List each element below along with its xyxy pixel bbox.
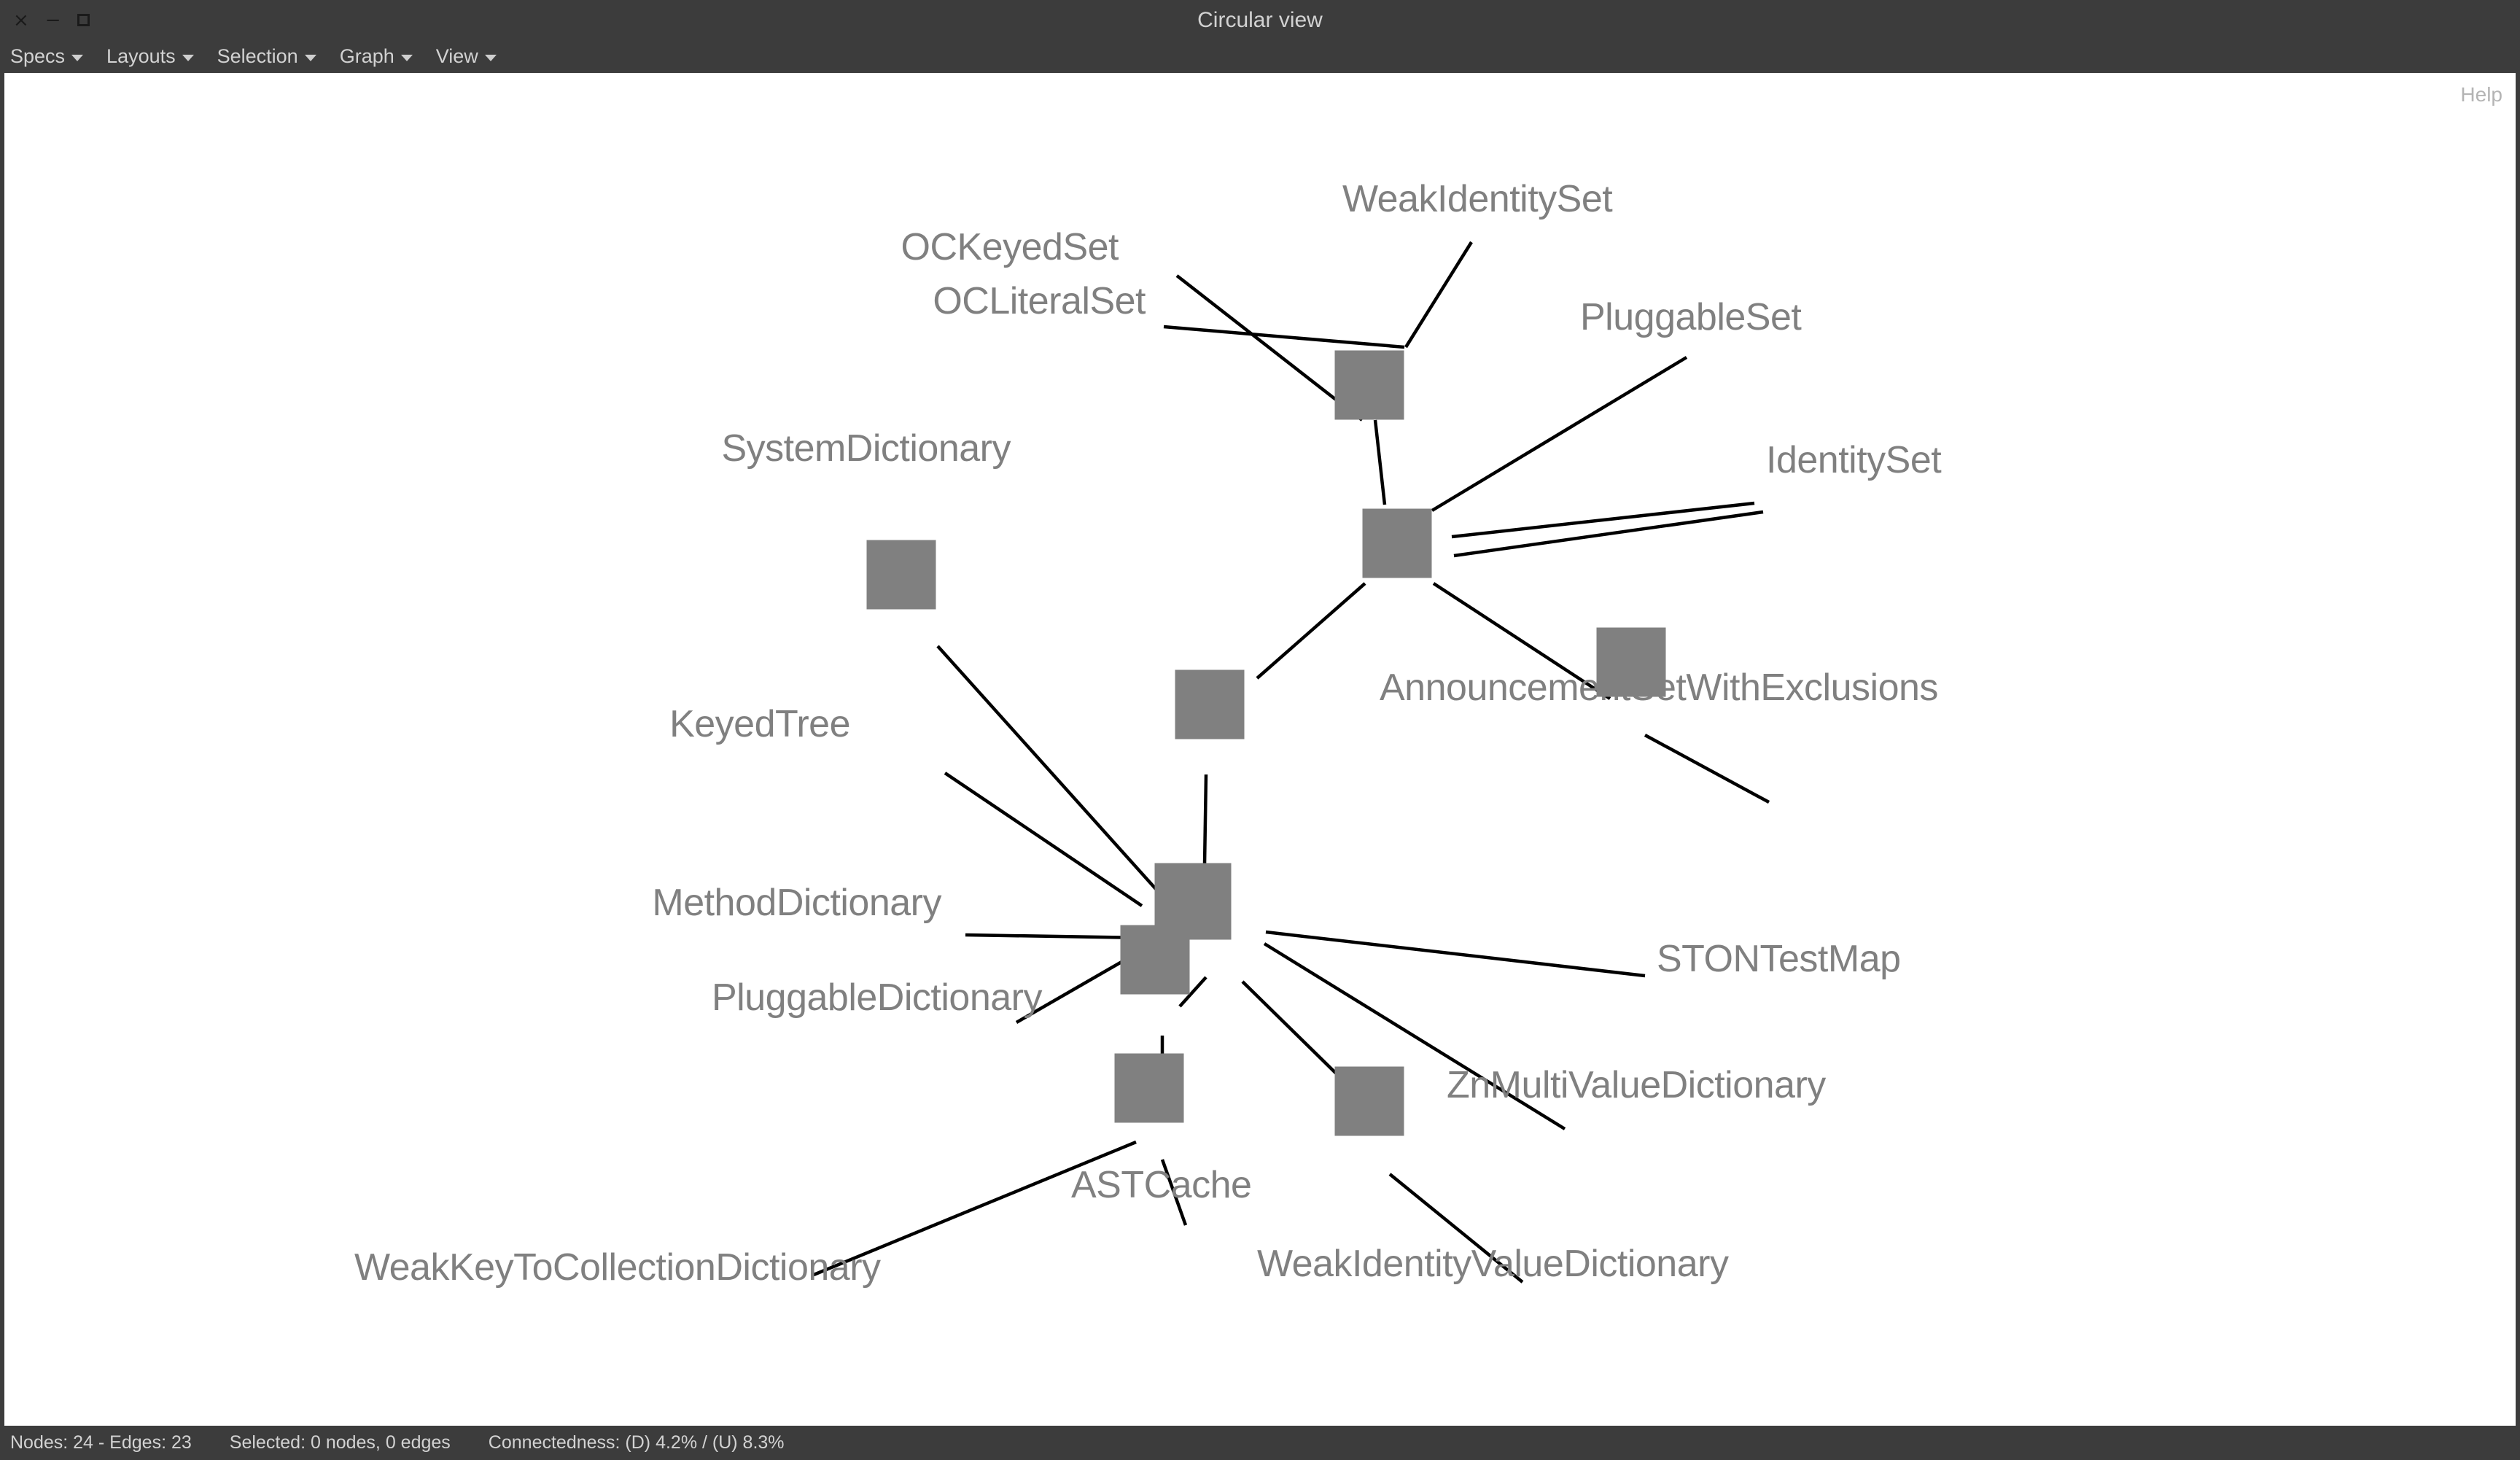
edges-group [813, 241, 1770, 1284]
graph-edge[interactable] [1256, 582, 1366, 680]
graph-edge[interactable] [1373, 419, 1387, 505]
graph-edge[interactable] [1263, 942, 1566, 1130]
graph-node[interactable] [1362, 508, 1432, 578]
graph-node-label: WeakKeyToCollectionDictionary [354, 1246, 881, 1289]
menu-view[interactable]: View [424, 40, 508, 73]
title-bar: × − Circular view [0, 0, 2520, 40]
menu-graph-label: Graph [339, 45, 394, 67]
menu-bar: Specs Layouts Selection Graph View [0, 40, 2520, 73]
graph-node[interactable] [1334, 350, 1404, 420]
graph-node[interactable] [1334, 1066, 1404, 1136]
graph-edge[interactable] [936, 645, 1158, 891]
graph-node-label: ZnMultiValueDictionary [1447, 1064, 1826, 1106]
graph-edge[interactable] [1178, 976, 1208, 1008]
graph-node-label: OCKeyedSet [901, 226, 1120, 268]
graph-node-label: MethodDictionary [652, 882, 941, 924]
graph-edge[interactable] [1404, 241, 1473, 349]
menu-selection-label: Selection [217, 45, 298, 67]
graph-edge[interactable] [944, 772, 1143, 907]
graph-node[interactable] [1175, 669, 1245, 739]
menu-selection[interactable]: Selection [206, 40, 328, 73]
close-icon[interactable]: × [13, 9, 29, 31]
graph-node[interactable] [1114, 1053, 1184, 1123]
minimize-icon[interactable]: − [44, 9, 61, 31]
graph-edge[interactable] [1265, 930, 1646, 978]
graph-node[interactable] [1120, 925, 1190, 995]
maximize-icon[interactable] [77, 14, 90, 26]
menu-specs[interactable]: Specs [0, 40, 95, 73]
status-selection: Selected: 0 nodes, 0 edges [229, 1432, 451, 1453]
window-controls: × − [13, 0, 90, 40]
graph-node-label: PluggableSet [1580, 296, 1802, 338]
graph-node-label: KeyedTree [669, 703, 850, 745]
chevron-down-icon [71, 55, 84, 61]
graph-edge[interactable] [1451, 501, 1755, 539]
status-bar: Nodes: 24 - Edges: 23 Selected: 0 nodes,… [0, 1426, 2520, 1460]
graph-node-label: SystemDictionary [721, 427, 1011, 470]
graph-edge[interactable] [1432, 582, 1611, 700]
menu-graph[interactable]: Graph [328, 40, 424, 73]
chevron-down-icon [400, 55, 413, 61]
graph-node-label: OCLiteralSet [933, 280, 1146, 322]
graph-edge[interactable] [813, 1140, 1137, 1277]
graph-node[interactable] [1596, 627, 1666, 697]
graph-edge[interactable] [1160, 1159, 1188, 1226]
graph-edge[interactable] [1388, 1173, 1524, 1284]
status-nodes-edges: Nodes: 24 - Edges: 23 [10, 1432, 192, 1453]
graph-edge[interactable] [965, 933, 1147, 940]
graph-edge[interactable] [1453, 510, 1764, 558]
chevron-down-icon [484, 55, 497, 61]
graph-edge[interactable] [1431, 356, 1688, 512]
graph-node-label: STONTestMap [1657, 938, 1901, 980]
graph-edge[interactable] [1175, 274, 1364, 422]
help-link[interactable]: Help [2460, 83, 2502, 106]
graph-edge[interactable] [1163, 325, 1405, 349]
chevron-down-icon [304, 55, 316, 61]
menu-layouts[interactable]: Layouts [95, 40, 206, 73]
graph-node-label: PluggableDictionary [712, 976, 1042, 1019]
graph-node[interactable] [866, 540, 936, 610]
nodes-group [866, 350, 1666, 1136]
graph-node-label: WeakIdentitySet [1342, 178, 1613, 220]
graph-node-label: IdentitySet [1766, 439, 1942, 481]
graph-node-label: WeakIdentityValueDictionary [1257, 1243, 1729, 1285]
graph-node-label: AnnouncementSetWithExclusions [1380, 667, 1938, 709]
window-title: Circular view [1197, 8, 1323, 32]
chevron-down-icon [182, 55, 194, 61]
graph-node-label: ASTCache [1071, 1164, 1251, 1206]
menu-view-label: View [435, 45, 478, 67]
menu-specs-label: Specs [10, 45, 66, 67]
menu-layouts-label: Layouts [106, 45, 176, 67]
graph-edge[interactable] [1202, 774, 1208, 866]
status-connectedness: Connectedness: (D) 4.2% / (U) 8.3% [488, 1432, 785, 1453]
graph-edge[interactable] [1644, 734, 1770, 804]
